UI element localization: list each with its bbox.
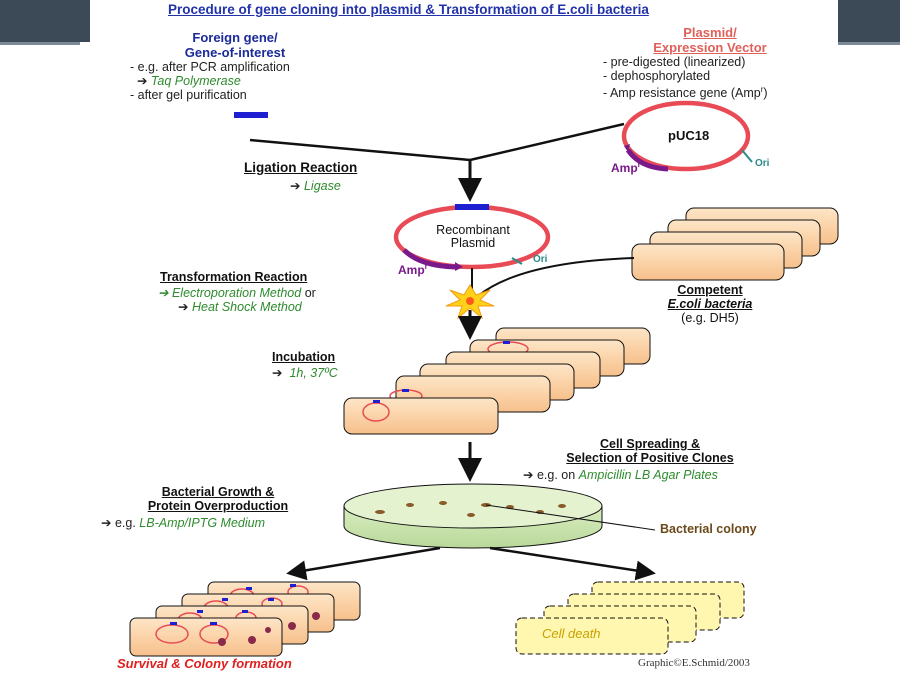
corner-bar-left	[0, 0, 90, 42]
incubation-condition: ➔ 1h, 37ºC	[272, 366, 338, 380]
vector-notes: - pre-digested (linearized) - dephosphor…	[603, 55, 768, 101]
foreign-gene-heading: Foreign gene/ Gene-of-interest	[184, 30, 286, 60]
recombinant-plasmid	[393, 204, 551, 271]
colony-label: Bacterial colony	[660, 522, 757, 536]
recombinant-amp-label: Ampr	[398, 262, 428, 277]
transformation-label: Transformation Reaction	[160, 270, 308, 284]
ligation-enzyme: ➔ Ligase	[290, 179, 341, 193]
corner-bar-right	[838, 0, 900, 42]
transformation-method-1: ➔ Electroporation Method or	[158, 286, 316, 300]
ligation-label: Ligation Reaction	[244, 160, 358, 175]
growth-medium: ➔ e.g. LB-Amp/IPTG Medium	[101, 516, 266, 530]
recombinant-label: Recombinant Plasmid	[436, 223, 510, 250]
dead-cell-stack	[515, 581, 745, 655]
survival-label: Survival & Colony formation	[117, 656, 292, 671]
credit-label: Graphic©E.Schmid/2003	[638, 657, 750, 669]
survival-cell-stack	[129, 581, 361, 657]
foreign-gene-notes: - e.g. after PCR amplification ➔ Taq Pol…	[130, 60, 290, 102]
competent-cell-stack	[631, 207, 839, 281]
vector-ori-label: Ori	[755, 158, 770, 169]
incubation-label: Incubation	[272, 350, 336, 364]
colony-pointer-line	[485, 504, 656, 531]
vector-heading: Plasmid/ Expression Vector	[653, 25, 767, 55]
petri-dish	[343, 483, 656, 549]
incubation-cell-stack	[343, 327, 651, 435]
corner-bar-right-light	[838, 42, 900, 45]
plasmid-name: pUC18	[668, 128, 710, 143]
recombinant-ori-label: Ori	[533, 254, 548, 265]
foreign-gene-fragment	[234, 112, 268, 118]
corner-bar-left-light	[0, 42, 80, 45]
vector-amp-label: Ampr	[611, 160, 641, 175]
transformation-method-2: ➔ Heat Shock Method	[178, 300, 302, 314]
competent-label: Competent E.coli bacteria (e.g. DH5)	[667, 283, 753, 325]
spreading-plates: ➔ e.g. on Ampicillin LB Agar Plates	[523, 468, 718, 482]
puc18-plasmid	[621, 100, 753, 172]
amp-gene-arc	[625, 148, 669, 172]
growth-label: Bacterial Growth & Protein Overproductio…	[147, 485, 289, 513]
cell-death-label: Cell death	[542, 626, 601, 641]
spreading-label: Cell Spreading & Selection of Positive C…	[566, 437, 734, 465]
ori-mark	[741, 149, 753, 163]
diagram-title: Procedure of gene cloning into plasmid &…	[168, 2, 649, 17]
spark-icon	[445, 284, 495, 320]
